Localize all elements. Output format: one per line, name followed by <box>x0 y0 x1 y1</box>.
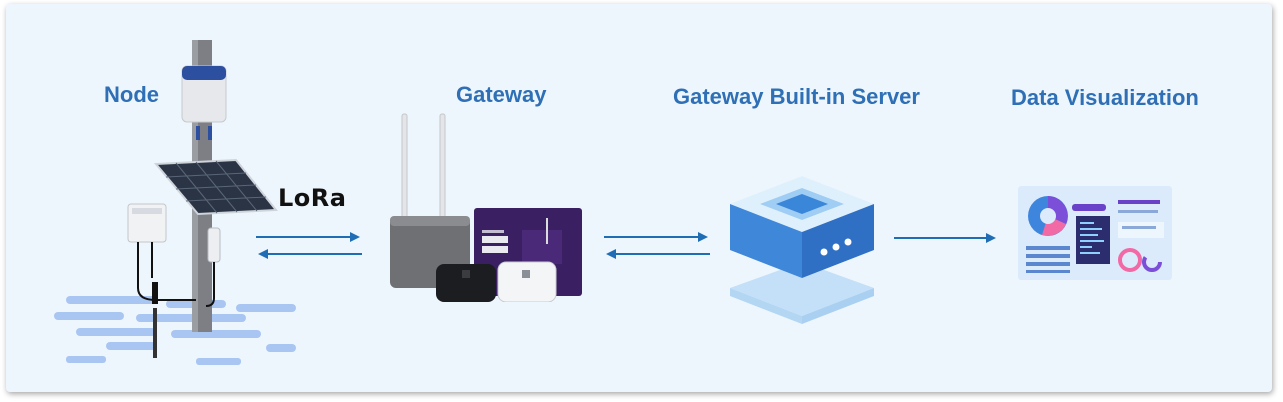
donut-charts-icon <box>1118 248 1162 272</box>
node-illustration <box>54 40 296 365</box>
arrow-server-visualization <box>894 233 996 243</box>
pie-chart-icon <box>1028 196 1068 236</box>
data-visualization-illustration <box>1018 186 1172 280</box>
server-illustration <box>730 176 874 324</box>
arrows-node-gateway <box>256 232 362 259</box>
server-box-icon <box>730 176 874 278</box>
stage-label-node: Node <box>104 82 159 107</box>
server-base-layer <box>730 262 874 324</box>
indoor-gateway-white-icon <box>497 261 557 302</box>
stage-label-server: Gateway Built-in Server <box>673 84 920 109</box>
stage-label-gateway: Gateway <box>456 82 547 107</box>
water-puddle <box>54 296 296 365</box>
lora-label: LoRa <box>278 184 347 212</box>
indoor-gateway-black-icon <box>436 264 496 302</box>
arrows-gateway-server <box>604 232 710 259</box>
stage-label-visualization: Data Visualization <box>1011 85 1199 110</box>
sensor-box-icon <box>127 203 196 358</box>
node-device-icon <box>181 65 227 140</box>
diagram-frame: Node Gateway Gateway Built-in Server Dat… <box>6 4 1272 392</box>
gateway-illustration <box>390 113 582 302</box>
solar-panel-icon <box>153 158 278 216</box>
